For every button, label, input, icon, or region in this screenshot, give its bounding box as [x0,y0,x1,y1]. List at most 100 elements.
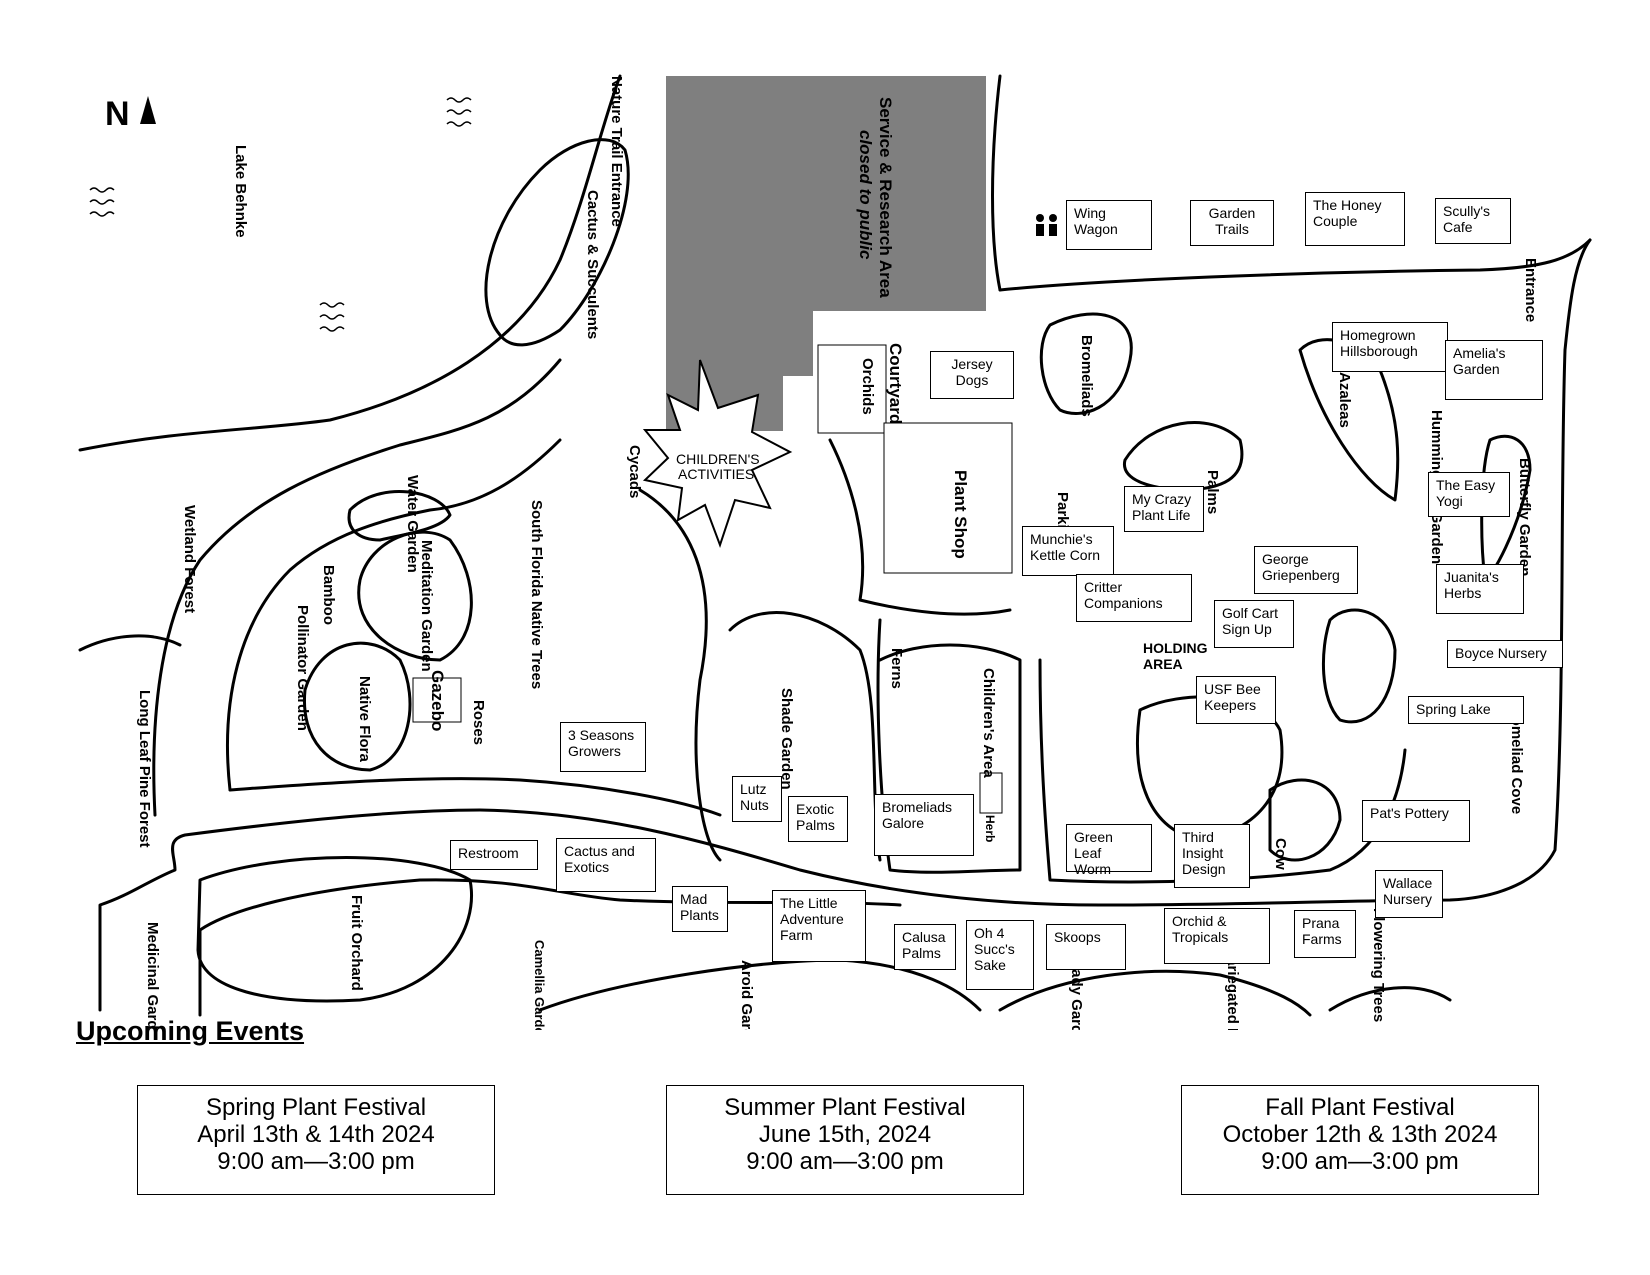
vendor-boyce-nursery[interactable]: Boyce Nursery [1447,640,1563,668]
event-date: June 15th, 2024 [758,1121,932,1148]
vendor-george-griepenberg[interactable]: George Griepenberg [1254,546,1358,594]
vendor-golf-cart[interactable]: Golf Cart Sign Up [1214,600,1294,648]
label-azaleas: Azaleas [1336,372,1353,428]
south-east-bed [998,969,1312,1017]
event-name: Spring Plant Festival [205,1094,427,1121]
herb-structure [979,772,1003,814]
label-medicinal: Medicinal Garden [144,922,161,1030]
label-fruit-orchard: Fruit Orchard [348,895,365,991]
vendor-honey-couple[interactable]: The Honey Couple [1305,192,1405,246]
courtyard-south [828,438,1012,616]
vendor-restroom[interactable]: Restroom [450,840,538,870]
plant-shop-building [883,422,1013,574]
label-lake-behnke: Lake Behnke [232,145,249,238]
north-arrow-icon [140,96,156,124]
event-spring[interactable]: Spring Plant Festival April 13th & 14th … [137,1085,495,1195]
vendor-my-crazy-plant-life[interactable]: My Crazy Plant Life [1124,486,1204,532]
vendor-calusa-palms[interactable]: Calusa Palms [894,924,956,970]
label-childrens-activities-2: ACTIVITIES [678,466,754,482]
label-roses: Roses [470,700,487,745]
label-shade: Shade Garden [778,688,795,790]
event-name: Summer Plant Festival [724,1094,966,1121]
vendor-third-insight[interactable]: Third Insight Design [1174,824,1250,888]
event-date: October 12th & 13th 2024 [1222,1121,1498,1148]
upcoming-events-title: Upcoming Events [76,1016,305,1046]
label-water-garden: Water Garden [404,475,421,573]
orchids-building [817,344,887,434]
label-cactus-succulents: Cactus & Succulents [584,190,601,339]
label-butterfly-garden: Butterfly Garden [1516,458,1533,576]
event-time: 9:00 am—3:00 pm [1261,1148,1459,1175]
vendor-mad-plants[interactable]: Mad Plants [672,886,728,932]
vendor-usf-bee-keepers[interactable]: USF Bee Keepers [1196,676,1276,724]
label-gazebo: Gazebo [428,670,447,731]
event-summer[interactable]: Summer Plant Festival June 15th, 2024 9:… [666,1085,1024,1195]
native-flora-bed [302,641,412,772]
label-entrance: Entrance [1522,258,1539,322]
vendor-critter-companions[interactable]: Critter Companions [1076,574,1192,622]
restroom-icon [1036,214,1057,236]
forest-edge [78,634,182,652]
vendor-orchid-tropicals[interactable]: Orchid & Tropicals [1164,908,1270,964]
cactus-bed [484,138,630,347]
vendor-amelias-garden[interactable]: Amelia's Garden [1445,340,1543,400]
vendor-cactus-exotics[interactable]: Cactus and Exotics [556,838,656,892]
vendor-wing-wagon[interactable]: Wing Wagon [1066,200,1152,250]
southeast-bed [1268,778,1342,862]
orchard-bed [196,856,473,1003]
vendor-scullys-cafe[interactable]: Scully's Cafe [1435,198,1511,244]
outer-path [98,238,1592,1012]
vendor-homegrown[interactable]: Homegrown Hillsborough [1332,322,1448,372]
meditation-bed [357,530,473,662]
vendor-wallace-nursery[interactable]: Wallace Nursery [1375,870,1443,918]
vendor-garden-trails[interactable]: Garden Trails [1190,200,1274,246]
label-bromeliad-cove: Bromeliad Cove [1508,700,1525,814]
holding-area-label: HOLDING AREA [1143,640,1208,672]
vendor-little-adventure-farm[interactable]: The Little Adventure Farm [772,890,866,962]
event-name: Fall Plant Festival [1265,1094,1455,1121]
event-fall[interactable]: Fall Plant Festival October 12th & 13th … [1181,1085,1539,1195]
vendor-bromeliads-galore[interactable]: Bromeliads Galore [874,794,974,856]
vendor-pats-pottery[interactable]: Pat's Pottery [1362,800,1470,842]
north-edge [991,74,1002,292]
label-cow: Cow [1272,838,1289,870]
children-activities-burst [642,359,793,548]
flowering-bed [1328,986,1452,1012]
inner-loop [226,438,562,792]
vendor-juanitas-herbs[interactable]: Juanita's Herbs [1436,564,1524,614]
event-time: 9:00 am—3:00 pm [746,1148,944,1175]
shade-west-edge [638,488,722,862]
palms-bed [1123,421,1244,492]
vendor-oh-4-succs-sake[interactable]: Oh 4 Succ's Sake [966,920,1034,990]
children-area-bed [876,618,1022,874]
vendor-prana-farms[interactable]: Prana Farms [1294,910,1356,958]
label-cycads: Cycads [626,445,643,498]
gazebo-structure [412,677,462,723]
vendor-3-seasons[interactable]: 3 Seasons Growers [560,722,646,772]
vendor-munchies[interactable]: Munchie's Kettle Corn [1022,526,1114,576]
label-pollinator: Pollinator Garden [294,605,311,731]
vendor-skoops[interactable]: Skoops [1046,924,1126,970]
bromeliads-bed [1039,312,1133,415]
vendor-jersey-dogs[interactable]: Jersey Dogs [930,351,1014,399]
label-variegated: Variegated Bed [1224,948,1241,1030]
vendor-green-leaf-worm[interactable]: Green Leaf Worm [1066,824,1152,877]
label-bromeliads: Bromeliads [1078,335,1095,417]
lake-shoreline [78,74,622,452]
vendor-easy-yogi[interactable]: The Easy Yogi [1428,472,1510,517]
label-ferns: Ferns [888,648,905,689]
label-herb: Herb [983,815,997,842]
vendor-lutz-nuts[interactable]: Lutz Nuts [732,776,782,822]
vendor-exotic-palms[interactable]: Exotic Palms [788,796,848,842]
label-camellia: Camellia Garden [532,940,547,1030]
east-small-bed [1322,608,1397,724]
label-bamboo: Bamboo [320,565,337,625]
inner-south [228,777,722,817]
vendor-spring-lake[interactable]: Spring Lake [1408,696,1524,724]
label-plant-shop: Plant Shop [951,470,970,559]
label-meditation: Meditation Garden [418,540,435,672]
label-aroid: Aroid Garden [738,960,755,1030]
west-loop [152,358,562,817]
water-garden-bed [347,490,452,542]
entrance-path [998,238,1592,292]
